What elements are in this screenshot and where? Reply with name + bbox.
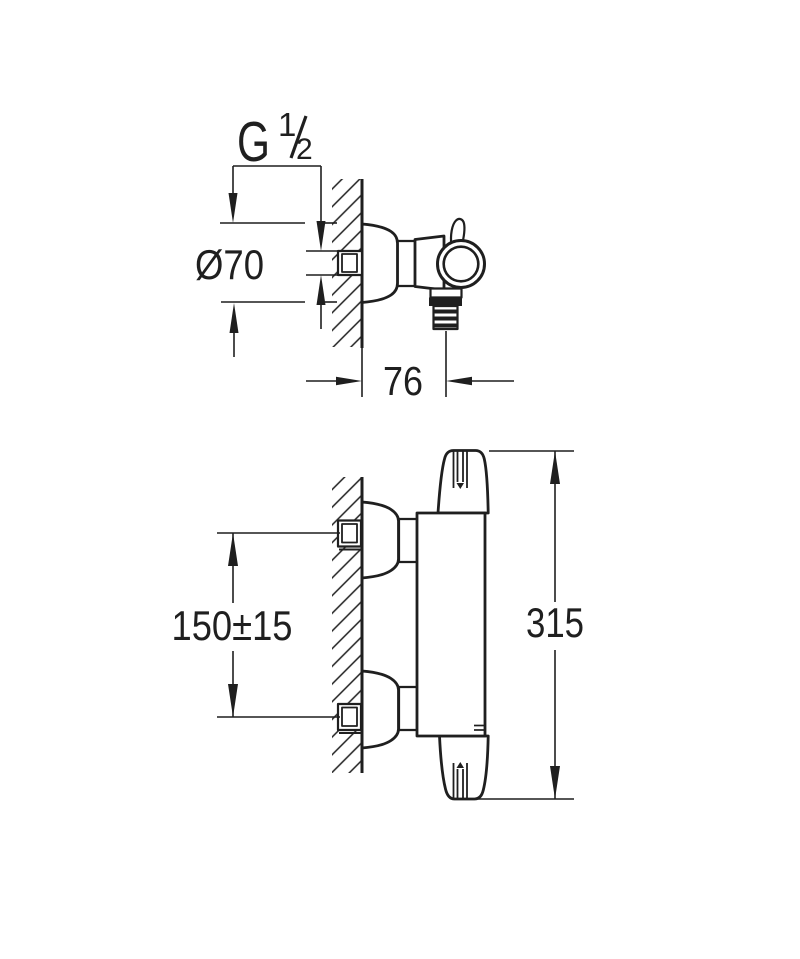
thread-dimension-leader xyxy=(232,165,322,221)
spacing-dimension: 150±15 xyxy=(172,532,340,718)
arrow-down-diameter xyxy=(228,193,238,223)
upper-inlet-connector xyxy=(336,519,363,551)
arrow-up-diameter xyxy=(229,303,239,333)
height-dimension: 315 xyxy=(478,450,584,800)
outlet-thread xyxy=(432,304,459,331)
valve-neck xyxy=(396,239,417,288)
diameter-label: Ø70 xyxy=(195,241,264,288)
lower-valve-neck xyxy=(397,685,419,732)
lower-knob xyxy=(438,734,490,801)
upper-escutcheon xyxy=(360,500,400,580)
outlet-nut xyxy=(429,297,462,306)
depth-label: 76 xyxy=(383,358,423,404)
lower-escutcheon xyxy=(360,669,400,750)
upper-knob-grip xyxy=(452,451,468,489)
outlet-flange xyxy=(429,287,463,299)
lower-knob-grip xyxy=(452,762,468,799)
height-label: 315 xyxy=(526,599,584,646)
side-detail-view: G 1 2 Ø70 xyxy=(195,106,514,404)
lower-inlet-connector xyxy=(336,702,363,734)
fraction-slash xyxy=(289,115,308,159)
arrow-up-thread xyxy=(316,275,326,305)
upper-valve-neck xyxy=(397,517,419,564)
profile-view: 150±15 315 xyxy=(172,449,584,801)
inlet-connector xyxy=(336,249,364,277)
thread-numerator: 1 xyxy=(278,106,296,143)
diameter-extension-lines xyxy=(220,222,337,303)
thermostat-body xyxy=(415,511,487,738)
thread-letter: G xyxy=(237,110,270,174)
thread-size-label: G 1 2 xyxy=(237,106,313,174)
escutcheon xyxy=(360,222,399,304)
temperature-knob-inner xyxy=(442,245,480,283)
arrow-down-thread xyxy=(316,221,326,251)
spacing-label: 150±15 xyxy=(172,602,293,649)
thread-denominator: 2 xyxy=(296,133,313,166)
depth-dimension: 76 xyxy=(306,358,514,404)
body-detail-mark xyxy=(474,724,485,731)
